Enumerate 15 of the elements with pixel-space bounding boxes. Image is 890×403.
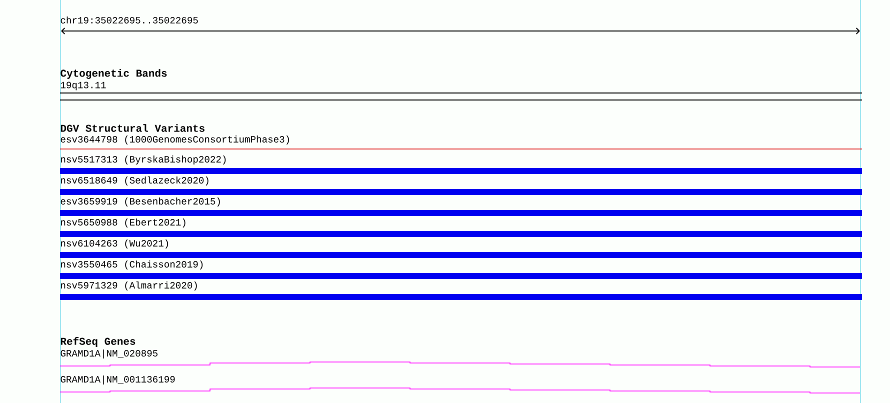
position-label: chr19:35022695..35022695 (60, 16, 198, 24)
gene-label: GRAMD1A|NM_001136199 (60, 376, 175, 384)
track-title: DGV Structural Variants (60, 124, 204, 132)
variant-label: nsv3550465 (Chaisson2019) (61, 260, 203, 270)
variant-label: nsv5650988 (Ebert2021) (61, 218, 186, 228)
variant-label: nsv6104263 (Wu2021) (61, 240, 168, 248)
track-title: Cytogenetic Bands (60, 69, 167, 79)
variant-label: esv3644798 (1000GenomesConsortiumPhase3) (60, 136, 289, 144)
gene-label: GRAMD1A|NM_020895 (60, 350, 158, 358)
variant-label: nsv5971329 (Almarri2020) (61, 282, 197, 290)
band-label: 19q13.11 (60, 82, 106, 90)
variant-label: nsv6518649 (Sedlazeck2020) (61, 176, 208, 186)
variant-label: nsv5517313 (ByrskaBishop2022) (61, 156, 226, 164)
track-title: RefSeq Genes (60, 337, 136, 347)
variant-label: esv3659919 (Besenbacher2015) (60, 198, 220, 206)
